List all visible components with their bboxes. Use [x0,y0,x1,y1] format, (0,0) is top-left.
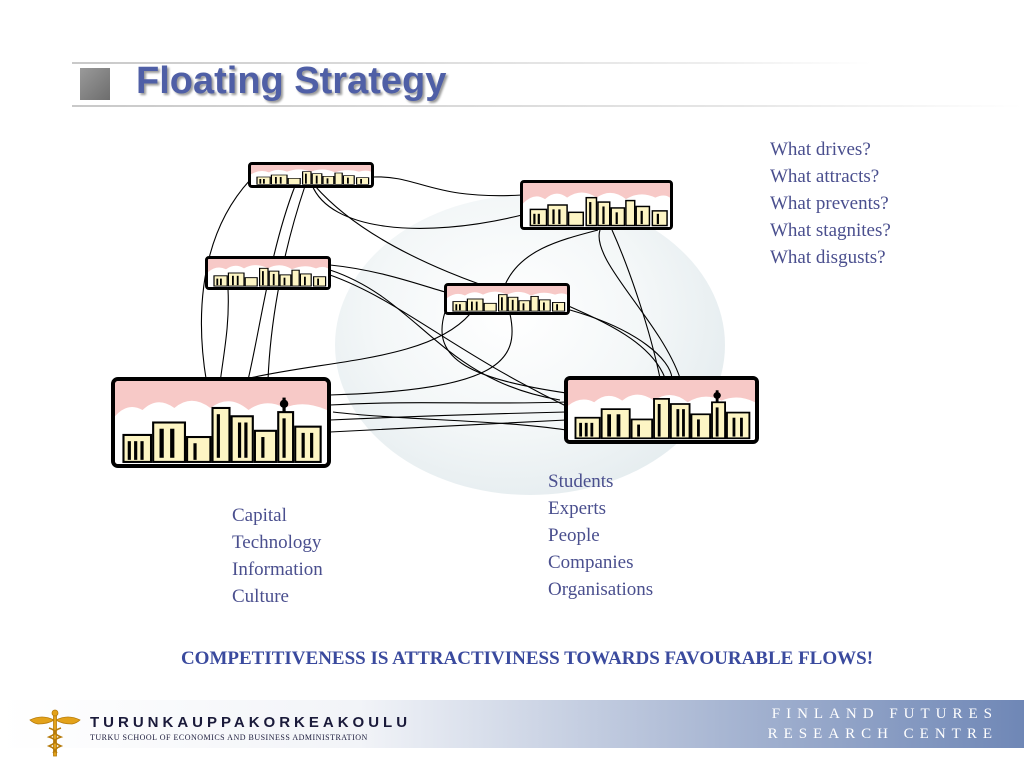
flow-item: Technology [232,532,322,553]
flow-line [554,299,666,379]
flow-line [441,311,581,396]
question-item: What prevents? [770,193,889,214]
flow-item: Information [232,559,323,580]
flow-item: Organisations [548,579,654,600]
footer-band [0,700,1024,748]
flow-item: Culture [232,586,289,607]
centre-line-2: RESEARCH CENTRE [767,726,998,742]
flow-line [267,185,306,381]
city-skyline-icon [251,165,371,185]
flow-line [332,411,567,431]
title-rule-top [72,62,872,64]
flow-line [329,401,567,406]
flow-item: Companies [548,552,634,573]
caduceus-logo-icon [29,709,81,757]
city-skyline-icon [208,259,328,287]
flow-item: Students [548,471,614,492]
city-node-large-left [111,377,331,468]
city-skyline-icon [523,183,670,227]
slogan-text: COMPETITIVENESS IS ATTRACTIVINESS TOWARD… [180,648,874,669]
city-node-mid-left [205,256,331,290]
city-node-upper-right [520,180,673,230]
flow-line [201,179,251,401]
flow-line [329,419,567,433]
flow-line [598,229,681,379]
globe-background [335,195,725,495]
city-skyline-icon [115,381,327,464]
flow-item: Experts [548,498,607,519]
centre-line-1: FINLAND FUTURES [771,706,998,722]
flow-item: Capital [232,505,287,526]
city-skyline-icon [568,380,755,440]
flow-line [329,411,567,421]
title-rule-bottom [72,105,1022,107]
question-item: What stagnites? [770,220,891,241]
flows-right-list: Students Experts People Companies Organi… [548,468,653,603]
flow-line [611,229,661,379]
city-node-top [248,162,374,188]
question-item: What disgusts? [770,247,886,268]
school-name: TURUNKAUPPAKORKEAKOULU [90,714,412,731]
question-item: What drives? [770,139,871,160]
flow-line [311,184,523,229]
flow-line [249,313,471,379]
flow-line [371,176,523,197]
city-skyline-icon [447,286,567,312]
questions-list: What drives? What attracts? What prevent… [770,136,891,271]
title-bullet-square [80,68,110,100]
flow-line [329,264,446,293]
research-centre-name: FINLAND FUTURES RESEARCH CENTRE [768,704,998,744]
slide-title: Floating Strategy [136,60,447,102]
city-node-center [444,283,570,315]
flow-line [504,229,599,286]
flow-line [329,313,513,396]
city-node-large-right [564,376,759,444]
flow-item: People [548,525,600,546]
school-subtitle: TURKU SCHOOL OF ECONOMICS AND BUSINESS A… [90,733,368,742]
question-item: What attracts? [770,166,880,187]
flows-left-list: Capital Technology Information Culture [232,502,323,610]
